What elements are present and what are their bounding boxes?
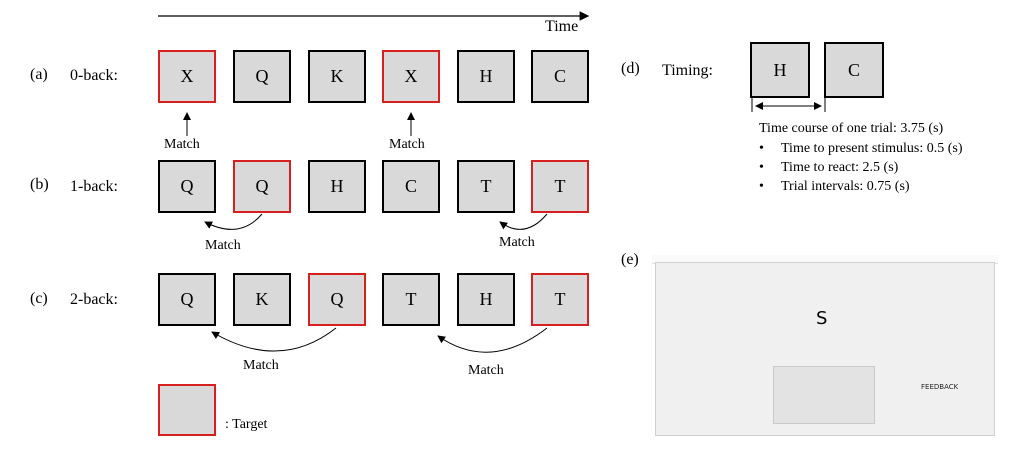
timing-course: Time course of one trial: 3.75 (s) xyxy=(759,121,944,136)
row-b-label: 1-back: xyxy=(70,178,118,195)
legend-target-swatch xyxy=(158,384,216,436)
stimulus-box: K xyxy=(308,50,366,103)
stimulus-box: T xyxy=(382,273,440,326)
row-c-label: 2-back: xyxy=(70,291,118,308)
legend-target-label: : Target xyxy=(225,417,268,432)
stimulus-box: C xyxy=(531,50,589,103)
timing-bullet-react: Time to react: 2.5 (s) xyxy=(755,158,963,177)
timing-bullets: Time to present stimulus: 0.5 (s) Time t… xyxy=(755,139,963,196)
row-a-label: 0-back: xyxy=(70,67,118,84)
screen-stimulus: S xyxy=(816,308,828,329)
stimulus-box: Q xyxy=(158,160,216,213)
timing-bullet-stimulus: Time to present stimulus: 0.5 (s) xyxy=(755,139,963,158)
match-label-b2: Match xyxy=(499,235,535,250)
match-label-c1: Match xyxy=(243,358,279,373)
stimulus-box: H xyxy=(457,50,515,103)
match-arrow-c2 xyxy=(437,327,548,353)
timing-box-h: H xyxy=(750,42,810,98)
stimulus-box: T xyxy=(531,273,589,326)
timing-bullet-interval: Trial intervals: 0.75 (s) xyxy=(755,177,963,196)
match-label-c2: Match xyxy=(468,363,504,378)
response-area[interactable] xyxy=(773,366,875,424)
stimulus-box: X xyxy=(382,50,440,103)
feedback-label: FEEDBACK xyxy=(921,383,959,391)
stimulus-box: H xyxy=(308,160,366,213)
stimulus-box: H xyxy=(457,273,515,326)
match-arrow-c1 xyxy=(211,327,337,352)
stimulus-box: Q xyxy=(233,50,291,103)
match-label-b1: Match xyxy=(205,238,241,253)
stimulus-box: Q xyxy=(233,160,291,213)
stimulus-box: T xyxy=(457,160,515,213)
screen-tag: (e) xyxy=(621,251,639,268)
timing-box-c: C xyxy=(824,42,884,98)
stimulus-box: Q xyxy=(308,273,366,326)
stimulus-box: X xyxy=(158,50,216,103)
row-a-tag: (a) xyxy=(30,66,48,83)
match-label-a2: Match xyxy=(389,137,425,152)
time-label: Time xyxy=(545,18,579,35)
row-b-tag: (b) xyxy=(30,176,49,193)
stimulus-box: C xyxy=(382,160,440,213)
stimulus-box: T xyxy=(531,160,589,213)
row-c-tag: (c) xyxy=(30,290,48,307)
match-label-a1: Match xyxy=(164,137,200,152)
stimulus-box: Q xyxy=(158,273,216,326)
timing-tag: (d) xyxy=(621,60,640,77)
match-arrow-b1 xyxy=(204,213,263,230)
stimulus-box: K xyxy=(233,273,291,326)
match-arrow-b2 xyxy=(499,213,548,230)
timing-label: Timing: xyxy=(662,62,713,79)
